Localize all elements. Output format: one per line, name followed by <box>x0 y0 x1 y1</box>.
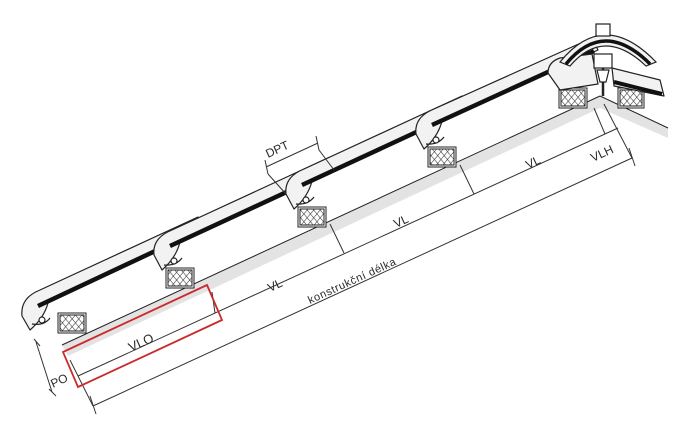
battens <box>57 87 645 334</box>
batten-2 <box>165 267 195 289</box>
label-vlo: VLO <box>126 330 156 354</box>
batten-4 <box>427 146 457 168</box>
label-vl-2: VL <box>391 212 410 231</box>
roof-tiles <box>21 37 665 331</box>
tile-5 <box>547 53 599 91</box>
dimension-lines <box>33 103 636 415</box>
label-vl-1: VL <box>265 276 284 295</box>
rafter <box>61 95 669 356</box>
batten-5 <box>558 87 588 109</box>
label-po: PO <box>48 371 70 391</box>
batten-3 <box>297 206 327 228</box>
label-vlh: VLH <box>588 142 615 164</box>
batten-6 <box>617 87 645 109</box>
tile-right <box>611 67 665 97</box>
ridge-tile <box>559 23 658 96</box>
label-vl-3: VL <box>523 153 542 172</box>
batten-1 <box>57 312 87 334</box>
vlo-highlight-box <box>61 283 224 389</box>
label-konstrukcni-delka: konstrukční délka <box>306 256 398 307</box>
dimension-labels: DPT VL VL VL VLH VLO PO konstrukční délk… <box>48 138 615 391</box>
